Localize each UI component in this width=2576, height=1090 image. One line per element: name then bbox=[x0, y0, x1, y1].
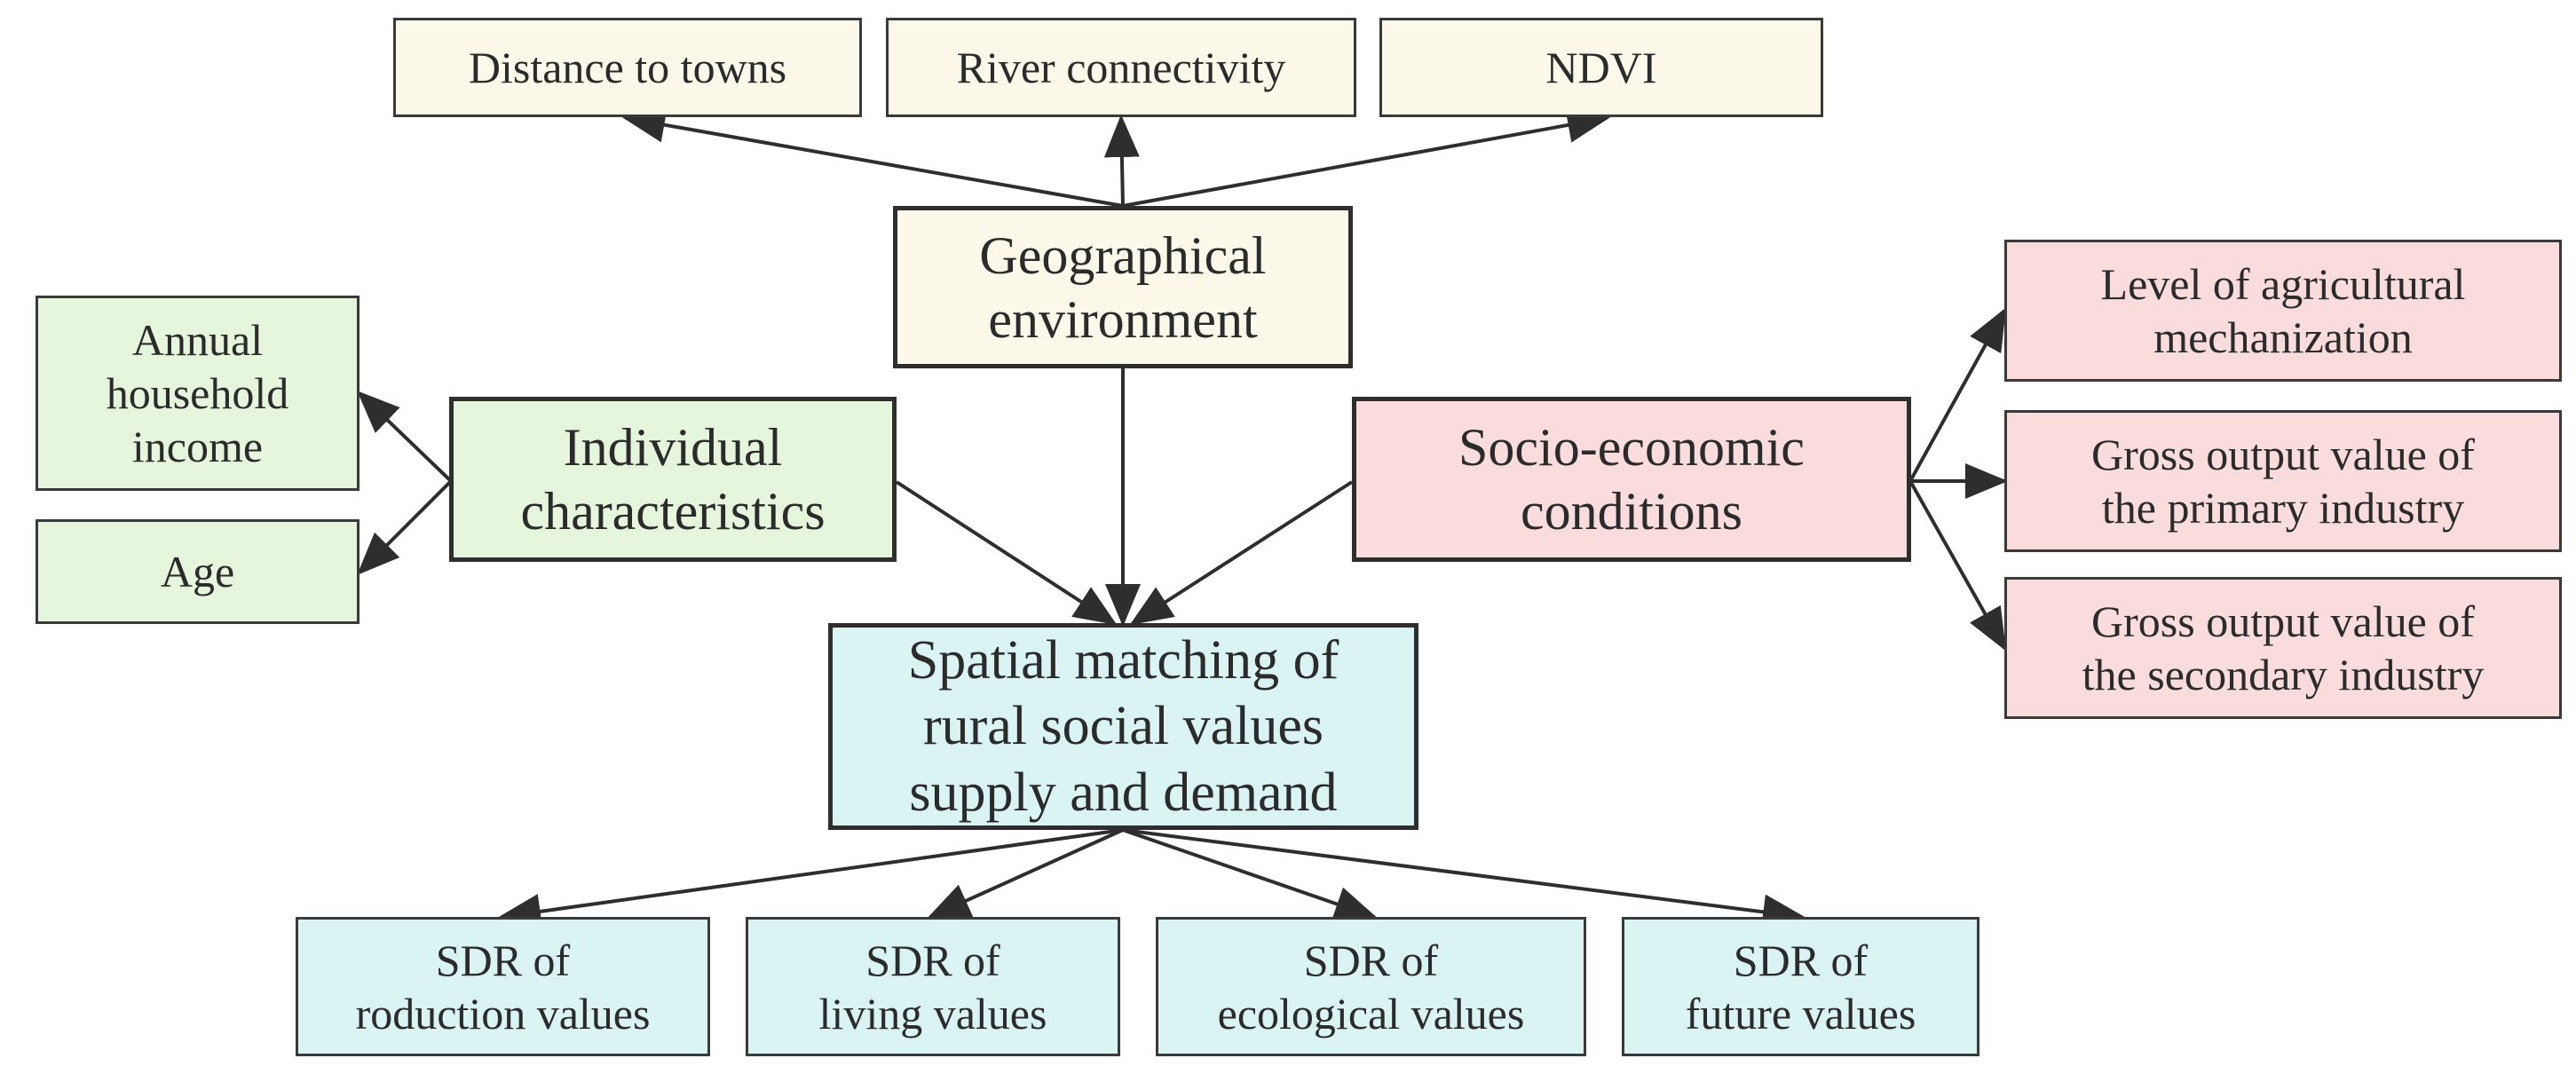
node-socio-economic-conditions: Socio-economic conditions bbox=[1352, 397, 1911, 562]
edge-matching-to-living bbox=[927, 828, 1124, 919]
edge-socio-to-mechanization bbox=[1908, 307, 2006, 482]
node-ndvi: NDVI bbox=[1379, 18, 1823, 117]
node-annual-household-income: Annual household income bbox=[36, 296, 360, 491]
node-spatial-matching: Spatial matching of rural social values … bbox=[828, 623, 1418, 830]
edge-matching-to-production bbox=[498, 828, 1124, 929]
edge-matching-to-future bbox=[1122, 828, 1806, 930]
node-distance-to-towns: Distance to towns bbox=[393, 18, 862, 117]
node-geographical-environment: Geographical environment bbox=[893, 206, 1353, 368]
node-primary-industry: Gross output value of the primary indust… bbox=[2004, 410, 2562, 552]
edge-socio-to-matching bbox=[1129, 480, 1354, 626]
edge-geo-to-distance bbox=[622, 107, 1124, 208]
node-sdr-ecological-values: SDR of ecological values bbox=[1156, 917, 1586, 1056]
edge-individual-to-matching bbox=[895, 480, 1118, 626]
edge-individual-to-income bbox=[357, 391, 453, 483]
edge-individual-to-age bbox=[357, 479, 453, 575]
node-river-connectivity: River connectivity bbox=[886, 18, 1356, 117]
node-individual-characteristics: Individual characteristics bbox=[449, 397, 897, 562]
edge-socio-to-secondary bbox=[1908, 480, 2006, 652]
node-sdr-living-values: SDR of living values bbox=[746, 917, 1120, 1056]
node-agricultural-mechanization: Level of agricultural mechanization bbox=[2004, 240, 2562, 382]
node-sdr-production-values: SDR of roduction values bbox=[296, 917, 710, 1056]
edge-matching-to-ecological bbox=[1122, 828, 1378, 921]
node-sdr-future-values: SDR of future values bbox=[1622, 917, 1979, 1056]
edge-geo-to-ndvi bbox=[1122, 107, 1610, 208]
node-age: Age bbox=[36, 519, 360, 624]
node-secondary-industry: Gross output value of the secondary indu… bbox=[2004, 577, 2562, 719]
edge-geo-to-river bbox=[1103, 115, 1140, 207]
